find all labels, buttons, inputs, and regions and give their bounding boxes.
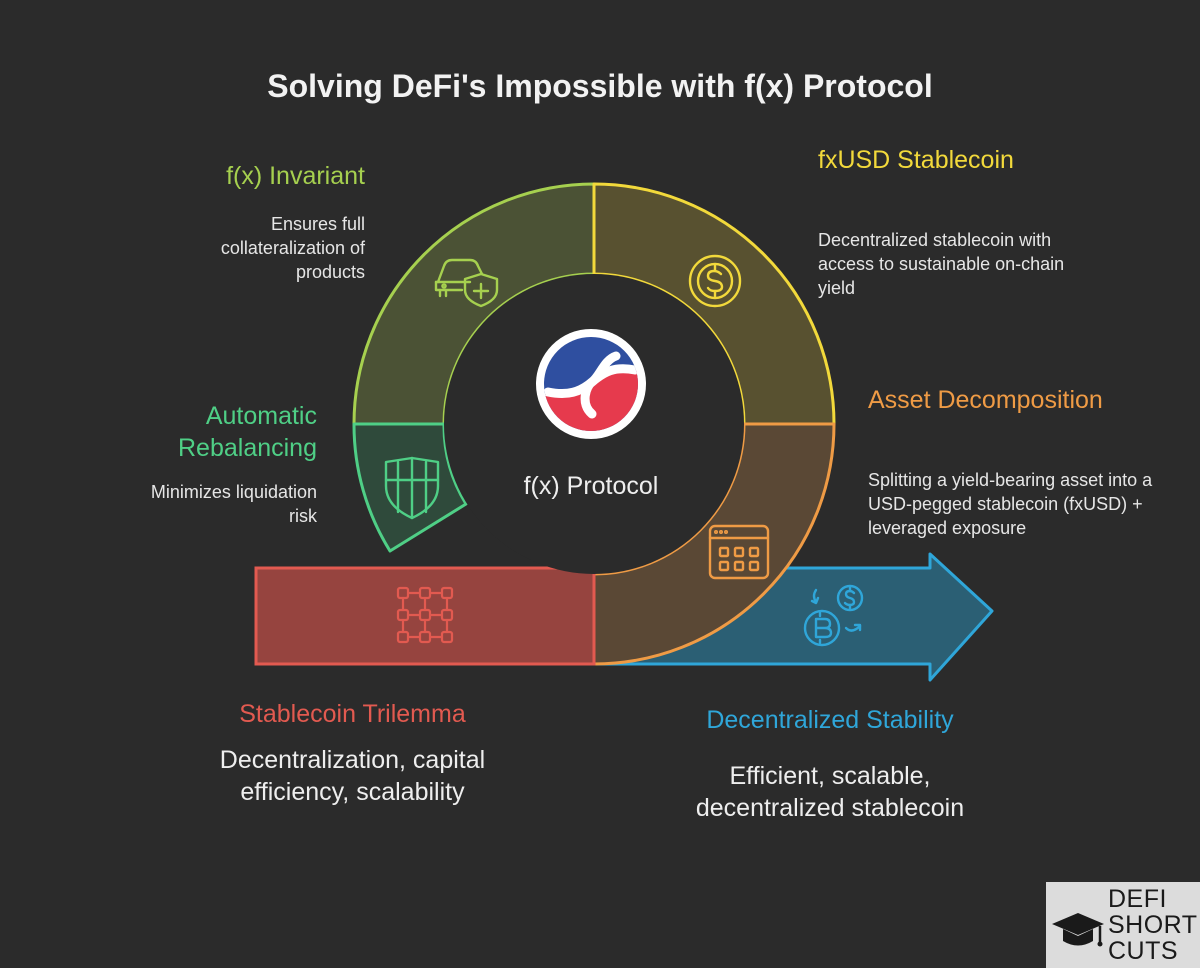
fxusd-title: fxUSD Stablecoin <box>818 146 1014 174</box>
shield-grid-icon <box>384 456 440 520</box>
car-shield-icon <box>434 258 499 308</box>
decentralized-stability-title: Decentralized Stability <box>706 706 954 734</box>
graduation-cap-icon <box>1052 913 1104 947</box>
fx-invariant-description: Ensures full collateralization of produc… <box>220 214 365 282</box>
brand-text: DEFI SHORT CUTS <box>1108 885 1198 965</box>
ring-segment-rebalancing <box>352 422 468 553</box>
rebalancing-description: Minimizes liquidation risk <box>150 482 317 526</box>
fxusd-description: Decentralized stablecoin with access to … <box>818 230 1065 298</box>
rebalancing-title: Automatic Rebalancing <box>178 402 317 462</box>
crypto-exchange-icon <box>803 584 864 647</box>
stablecoin-trilemma-block <box>254 566 596 666</box>
brand-badge: DEFI SHORT CUTS <box>1046 882 1200 968</box>
center-label: f(x) Protocol <box>524 472 659 500</box>
node-network-icon <box>396 586 454 644</box>
decomposition-title: Asset Decomposition <box>868 386 1103 414</box>
fx-invariant-title: f(x) Invariant <box>226 162 365 190</box>
browser-grid-icon <box>708 524 770 580</box>
decentralized-stability-description: Efficient, scalable, decentralized stabl… <box>695 762 965 822</box>
dollar-coin-icon <box>688 254 742 308</box>
page-title: Solving DeFi's Impossible with f(x) Prot… <box>267 68 933 104</box>
fx-protocol-logo <box>536 329 646 439</box>
stablecoin-trilemma-title: Stablecoin Trilemma <box>239 700 466 728</box>
stablecoin-trilemma-description: Decentralization, capital efficiency, sc… <box>219 746 486 806</box>
decomposition-description: Splitting a yield-bearing asset into a U… <box>868 470 1153 538</box>
